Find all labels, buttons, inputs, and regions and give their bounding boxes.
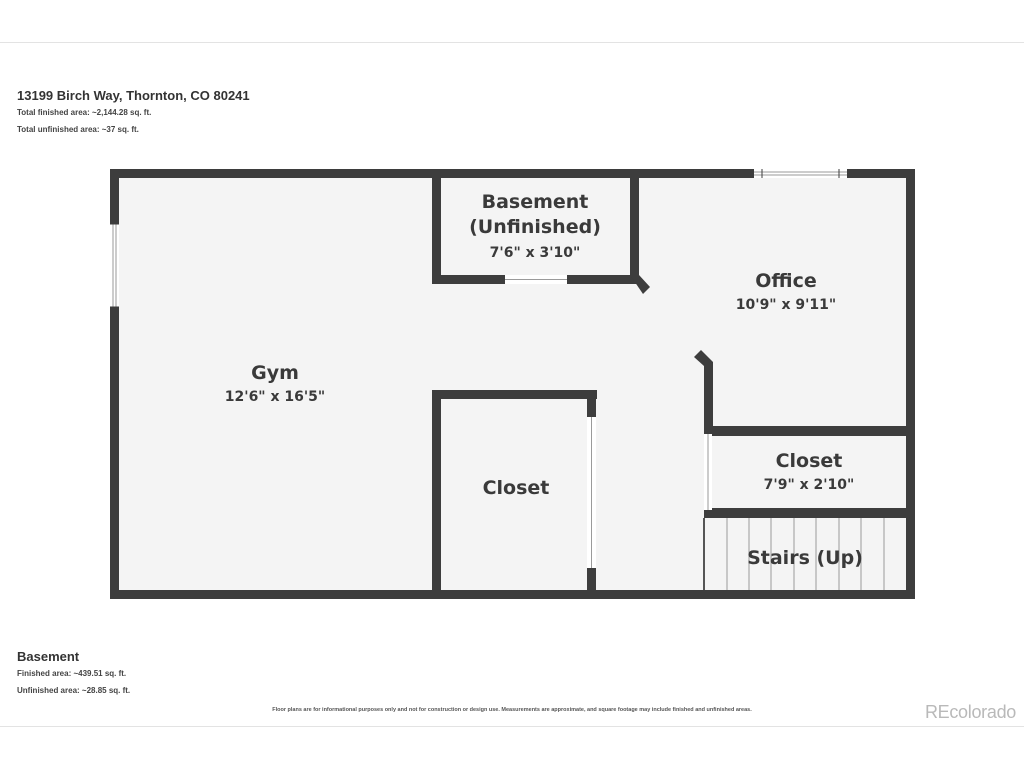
basement-unfinished-dims: 7'6" x 3'10" — [490, 245, 581, 261]
wall-basement-left — [432, 169, 441, 284]
wall-closet-right-upper — [587, 390, 596, 417]
disclaimer: Floor plans are for informational purpos… — [272, 707, 752, 713]
wall-closet-bottom — [704, 508, 915, 518]
basement-unfinished-name-2: (Unfinished) — [469, 216, 601, 238]
floor-finished-area: Finished area: ~439.51 sq. ft. — [17, 669, 127, 678]
office-dims: 10'9" x 9'11" — [736, 297, 836, 313]
basement-unfinished-name-1: Basement — [482, 191, 589, 213]
wall-office-left — [704, 362, 713, 434]
closet-center-name: Closet — [483, 477, 550, 499]
wall-closet-left — [432, 390, 441, 599]
total-finished-area: Total finished area: ~2,144.28 sq. ft. — [17, 108, 152, 117]
openings — [110, 169, 847, 568]
wall-top — [110, 169, 915, 178]
closet-right-dims: 7'9" x 2'10" — [764, 477, 855, 493]
wall-bottom — [110, 590, 915, 599]
wall-closet-top — [432, 390, 597, 399]
closet-right-name: Closet — [776, 450, 843, 472]
stairs-treads — [703, 518, 906, 590]
gym-dims: 12'6" x 16'5" — [225, 389, 325, 405]
floor-name: Basement — [17, 649, 80, 664]
wall-right — [906, 169, 915, 599]
bottom-divider — [0, 726, 1024, 727]
gym-name: Gym — [251, 362, 299, 384]
wall-left — [110, 169, 119, 599]
top-divider — [0, 42, 1024, 43]
floor-unfinished-area: Unfinished area: ~28.85 sq. ft. — [17, 686, 131, 695]
total-unfinished-area: Total unfinished area: ~37 sq. ft. — [17, 125, 139, 134]
property-address: 13199 Birch Way, Thornton, CO 80241 — [17, 88, 250, 103]
wall-basement-right — [630, 169, 639, 284]
wall-closet-right-lower — [587, 568, 596, 599]
office-name: Office — [755, 270, 817, 292]
brand-watermark: REcolorado — [924, 702, 1016, 722]
stairs-name: Stairs (Up) — [747, 547, 863, 569]
wall-basement-angle — [630, 275, 650, 294]
wall-office-bottom — [704, 426, 915, 436]
